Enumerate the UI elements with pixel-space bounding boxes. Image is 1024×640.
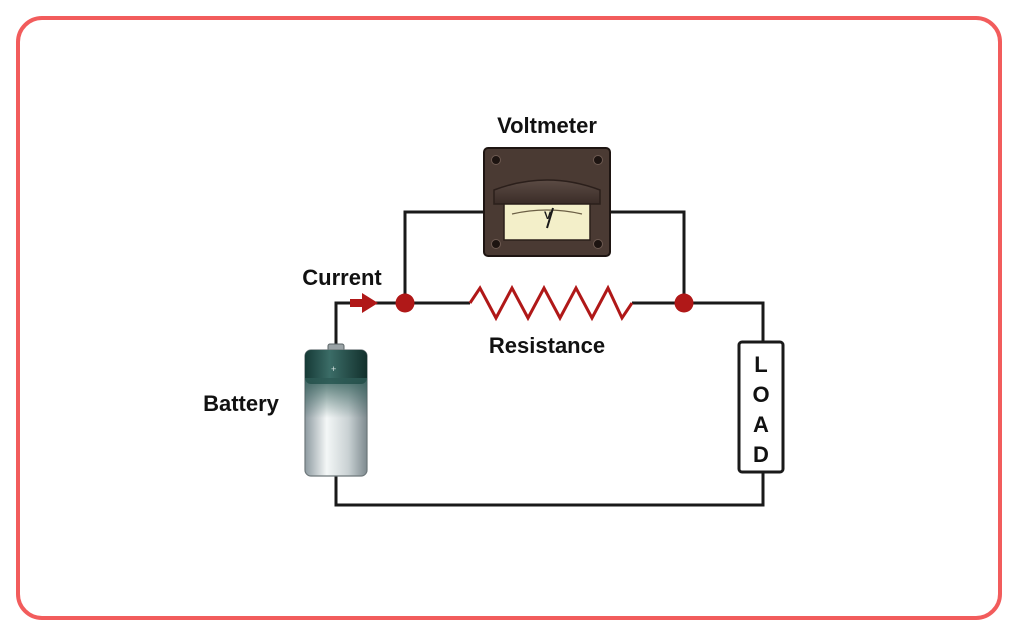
junction-left xyxy=(395,293,415,313)
resistor-symbol xyxy=(468,284,634,322)
battery-label: Battery xyxy=(203,391,280,416)
battery-icon: + xyxy=(304,343,368,477)
load-component: L O A D xyxy=(737,340,785,474)
wires xyxy=(334,210,765,507)
wire-voltmeter-right xyxy=(608,210,686,303)
load-letter-o: O xyxy=(752,382,769,407)
arrow-right-icon xyxy=(350,293,378,313)
current-label: Current xyxy=(302,265,382,290)
junction-right xyxy=(674,293,694,313)
load-letter-d: D xyxy=(753,442,769,467)
wire-node-load xyxy=(684,301,765,342)
voltmeter-label: Voltmeter xyxy=(497,113,597,138)
voltmeter-symbol: V xyxy=(544,210,552,222)
load-letter-l: L xyxy=(754,352,767,377)
load-letter-a: A xyxy=(753,412,769,437)
resistance-label: Resistance xyxy=(489,333,605,358)
wire-voltmeter-left xyxy=(403,210,486,303)
wire-battery-top xyxy=(334,301,405,345)
diagram-frame xyxy=(16,16,1002,620)
wire-load-bottom xyxy=(334,472,765,507)
voltmeter-icon: V xyxy=(483,147,611,257)
svg-text:+: + xyxy=(331,364,336,374)
